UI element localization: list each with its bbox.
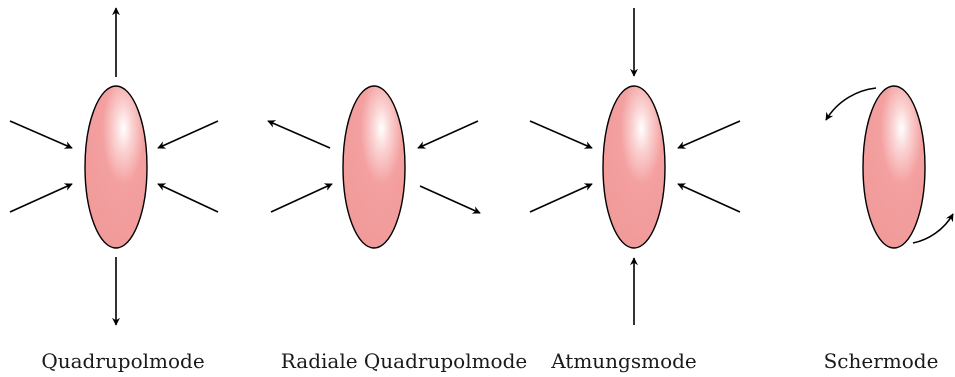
droplet-ellipse [342, 85, 406, 249]
mode-label-shear: Schermode [824, 349, 939, 373]
droplet-ellipse [602, 85, 666, 249]
mode-label-quadrupole: Quadrupolmode [41, 349, 204, 373]
arrow-right-bottom-out [419, 185, 481, 214]
mode-shear: Schermode [824, 85, 954, 373]
mode-quadrupole: Quadrupolmode [9, 7, 219, 373]
arrow-right-top-in [677, 120, 741, 149]
arrow-right-bottom-in [157, 183, 219, 213]
arrow-right-bottom-in [677, 183, 741, 213]
arrow-right-top-in [417, 120, 479, 149]
arrow-left-top-in [529, 120, 593, 149]
arrow-left-bottom-in [529, 183, 593, 213]
mode-breathing: Atmungsmode [529, 8, 741, 373]
mode-radial-quadrupole: Radiale Quadrupolmode [267, 85, 527, 373]
mode-label-breathing: Atmungsmode [550, 349, 697, 373]
droplet-ellipse [862, 85, 926, 249]
droplet-ellipse [84, 85, 148, 249]
arrow-left-bottom-in [9, 183, 73, 213]
curved-arrow-top-left [825, 87, 877, 121]
arrow-left-top-out [267, 120, 331, 149]
arrow-right-top-in [157, 120, 219, 149]
mode-label-radial-quadrupole: Radiale Quadrupolmode [281, 349, 527, 373]
curved-arrow-bottom-right [912, 213, 954, 244]
arrow-left-bottom-in [270, 183, 333, 213]
arrow-left-top-in [9, 120, 73, 149]
